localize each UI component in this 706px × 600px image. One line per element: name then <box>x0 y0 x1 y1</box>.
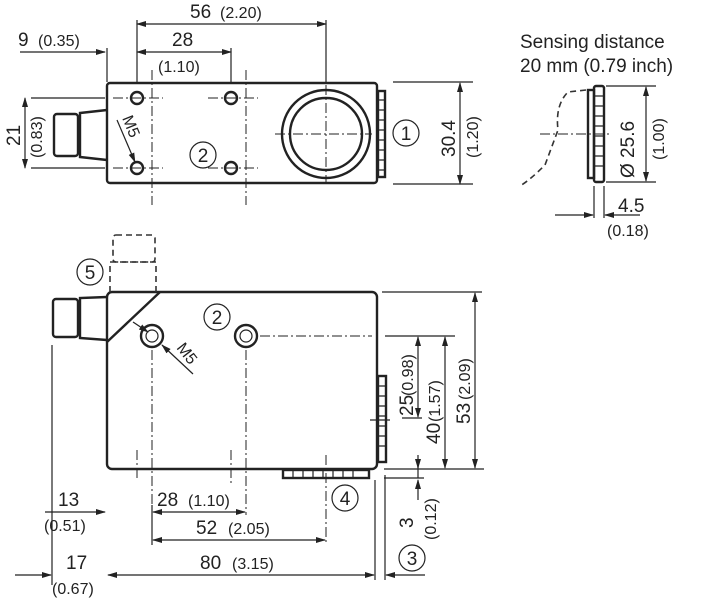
dim-3-inch: (0.12) <box>423 498 440 540</box>
connector-top <box>52 108 108 162</box>
dim-40-inch: (1.57) <box>427 380 444 422</box>
connector-side <box>51 295 108 342</box>
mounting-holes-side <box>136 323 372 545</box>
callout-4: 4 <box>340 489 351 510</box>
dim-9-label: 9 <box>18 30 29 51</box>
dim-30-4-label: 30.4 <box>439 120 460 157</box>
callout-2: 2 <box>198 146 209 167</box>
dim-17-inch: (0.67) <box>52 581 94 598</box>
callout-5-circle <box>76 258 104 286</box>
dim-53-label: 53 <box>454 403 475 424</box>
dim-52-inch: (2.05) <box>228 521 270 538</box>
dim-9-inch: (0.35) <box>38 33 80 50</box>
side-view: M5 25 (0.98) 40 (1.57) 53 (2.09) 3 (0.12… <box>15 234 484 598</box>
lens-circle <box>275 85 372 183</box>
callout-2-side: 2 <box>212 308 223 329</box>
dim-56-label: 56 <box>190 2 211 23</box>
dim-28-side-inch: (1.10) <box>188 493 230 510</box>
dim-80-label: 80 <box>200 553 221 574</box>
thread-m5-side-label: M5 <box>173 340 200 368</box>
callout-4-circle <box>331 484 359 512</box>
dim-56-inch: (2.20) <box>220 5 262 22</box>
knurled-lens-strip <box>376 89 387 179</box>
dim-21-inch: (0.83) <box>29 116 46 158</box>
callout-2-circle <box>189 141 217 169</box>
dim-17-label: 17 <box>66 553 87 574</box>
callout-3: 3 <box>407 549 418 570</box>
dim-4-5-label: 4.5 <box>618 196 644 217</box>
sensing-detail: Sensing distance 20 mm (0.79 inch) Ø 25.… <box>519 32 673 240</box>
sensing-title-2: 20 mm (0.79 inch) <box>520 56 673 77</box>
dim-30-4-inch: (1.20) <box>465 116 482 158</box>
dim-21-label: 21 <box>4 125 25 146</box>
dim-53-inch: (2.09) <box>457 358 474 400</box>
dim-4-5-inch: (0.18) <box>607 223 649 240</box>
mounting-holes-top <box>113 70 258 205</box>
dim-25-label: 25 <box>397 395 418 416</box>
dim-13-label: 13 <box>58 490 79 511</box>
dim-40-label: 40 <box>424 423 445 444</box>
sensing-title-1: Sensing distance <box>520 32 665 53</box>
top-view: 56 (2.20) 28 (1.10) 9 (0.35) 21 (0.83) 3… <box>4 2 482 205</box>
callout-3-circle <box>398 544 426 572</box>
callout-2-side-circle <box>203 303 231 331</box>
dim-diameter-inch: (1.00) <box>651 118 668 160</box>
callout-5: 5 <box>85 263 96 284</box>
dim-25-inch: (0.98) <box>400 354 417 396</box>
dim-52-label: 52 <box>196 518 217 539</box>
dim-3-label: 3 <box>397 517 418 528</box>
callout-1: 1 <box>401 124 412 145</box>
callout-1-circle <box>392 119 420 147</box>
housing-side <box>105 290 379 471</box>
thread-m5-label: M5 <box>118 113 142 140</box>
dim-diameter-label: Ø 25.6 <box>618 121 639 178</box>
dim-13-inch: (0.51) <box>44 518 86 535</box>
dim-80-inch: (3.15) <box>232 556 274 573</box>
knurled-strip-bottom <box>281 468 371 480</box>
knurled-strip-right <box>370 374 390 464</box>
dim-28-inch: (1.10) <box>158 59 200 76</box>
dim-28-label: 28 <box>172 30 193 51</box>
dim-28-side-label: 28 <box>157 490 178 511</box>
connector-alt-position <box>109 234 157 292</box>
